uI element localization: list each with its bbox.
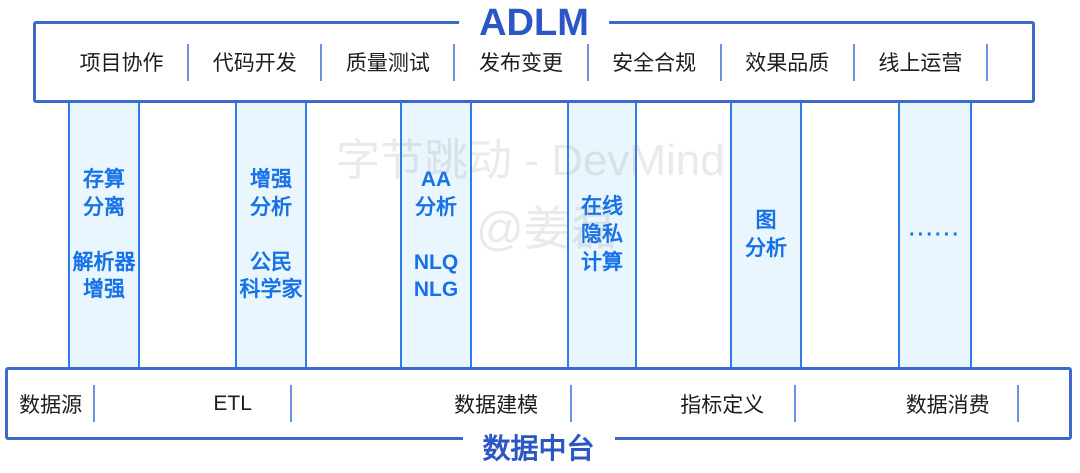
pillar-more-ellipsis: ······: [898, 103, 972, 367]
adlm-item-quality-testing: 质量测试: [345, 52, 430, 75]
item-separator: [93, 385, 96, 422]
item-separator: [453, 43, 456, 81]
adlm-item-release-change: 发布变更: [478, 52, 563, 75]
pillar-label: 公民 科学家: [239, 250, 303, 302]
pillar-label: 图 分析: [745, 209, 787, 260]
item-separator: [320, 43, 323, 81]
pillar-aa-analysis-nlq-nlg: AA 分析 NLQ NLG: [400, 103, 472, 367]
adlm-box: ADLM 项目协作 代码开发 质量测试 发布变更 安全合规 效果品质 线上运营: [33, 4, 1035, 103]
pillar-storage-compute-separation: 存算 分离 解析器 增强: [68, 103, 140, 367]
pillar-label: 增强 分析: [250, 168, 292, 219]
pillar-label: 在线 隐私 计算: [581, 195, 623, 274]
adlm-item-project-collaboration: 项目协作: [79, 52, 164, 75]
platform-item-data-source: 数据源: [19, 393, 83, 417]
platform-item-data-modeling: 数据建模: [454, 393, 539, 417]
pillar-label: ······: [909, 223, 961, 246]
pillar-online-privacy-computing: 在线 隐私 计算: [567, 103, 637, 367]
data-platform-items-row: 数据源 ETL 数据建模 指标定义 数据消费: [8, 370, 1069, 437]
data-platform-title: 数据中台: [462, 435, 615, 463]
item-separator: [794, 385, 797, 422]
item-separator: [570, 385, 573, 422]
pillar-label: NLQ NLG: [413, 250, 459, 302]
adlm-title: ADLM: [459, 4, 609, 42]
pillar-graph-analysis: 图 分析: [730, 103, 802, 367]
pillar-augmented-analytics: 增强 分析 公民 科学家: [235, 103, 307, 367]
watermark-byline: 字节跳动 - DevMind: [336, 136, 725, 185]
adlm-item-code-development: 代码开发: [212, 52, 297, 75]
data-platform-box: 数据中台 数据源 ETL 数据建模 指标定义 数据消费: [5, 367, 1072, 463]
item-separator: [719, 43, 722, 81]
item-separator: [1017, 385, 1020, 422]
pillar-label: AA 分析: [415, 168, 457, 219]
pillar-label: 解析器 增强: [72, 250, 136, 302]
platform-item-metric-definition: 指标定义: [680, 393, 765, 417]
item-separator: [187, 43, 190, 81]
pillar-label: 存算 分离: [83, 168, 125, 219]
item-separator: [985, 43, 988, 81]
adlm-item-effect-quality: 效果品质: [745, 52, 830, 75]
item-separator: [290, 385, 293, 422]
item-separator: [852, 43, 855, 81]
item-separator: [586, 43, 589, 81]
platform-item-etl: ETL: [213, 391, 252, 415]
platform-item-data-consumption: 数据消费: [905, 393, 990, 417]
adlm-item-online-operation: 线上运营: [878, 52, 963, 75]
adlm-items-row: 项目协作 代码开发 质量测试 发布变更 安全合规 效果品质 线上运营: [36, 24, 1032, 100]
adlm-item-security-compliance: 安全合规: [612, 52, 697, 75]
